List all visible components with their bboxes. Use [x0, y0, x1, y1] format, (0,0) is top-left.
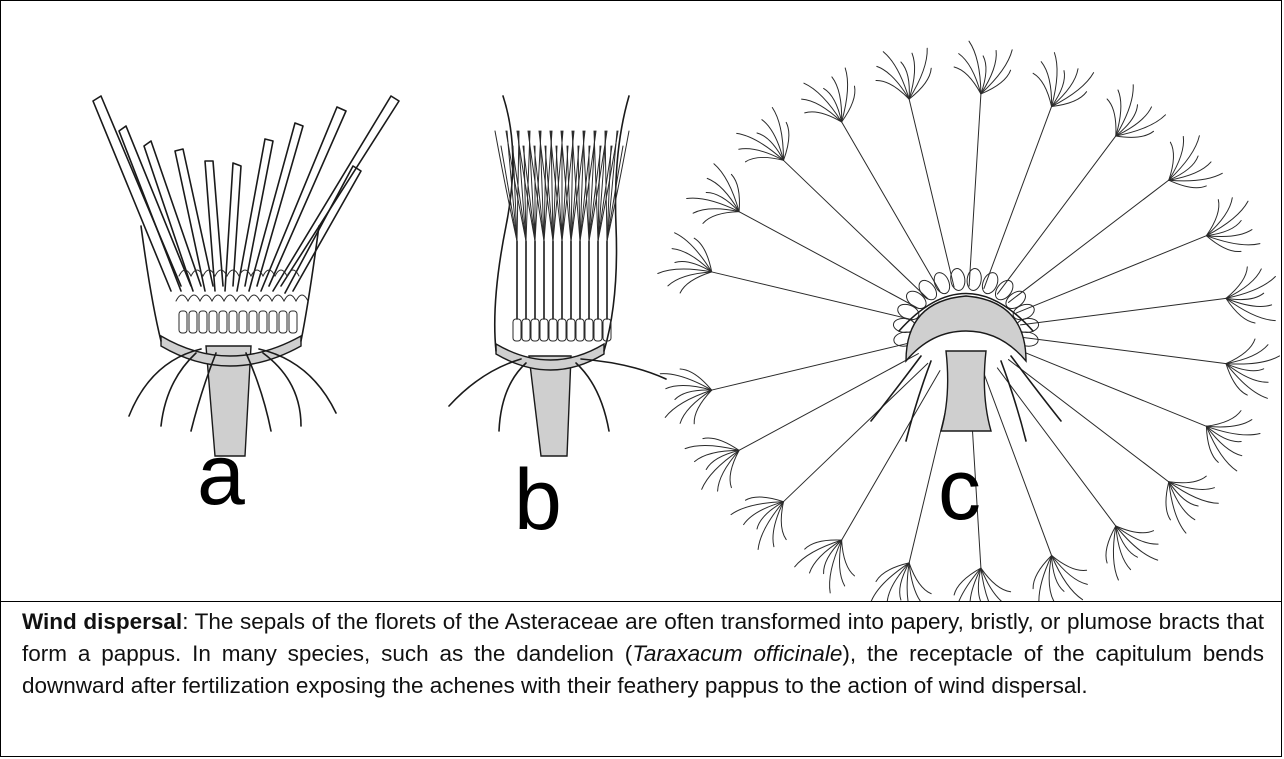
caption-species: Taraxacum officinale	[632, 641, 842, 666]
caption-lead: Wind dispersal	[22, 609, 182, 634]
panel-label-b: b	[514, 452, 562, 548]
figure-caption: Wind dispersal: The sepals of the floret…	[22, 606, 1264, 702]
panel-label-c: c	[938, 442, 981, 538]
panel-label-a: a	[197, 427, 245, 523]
caption-divider	[0, 601, 1282, 602]
panel-a-drawing	[93, 96, 399, 456]
figure-illustration: a b c	[1, 1, 1281, 601]
panel-b-drawing	[449, 96, 666, 456]
